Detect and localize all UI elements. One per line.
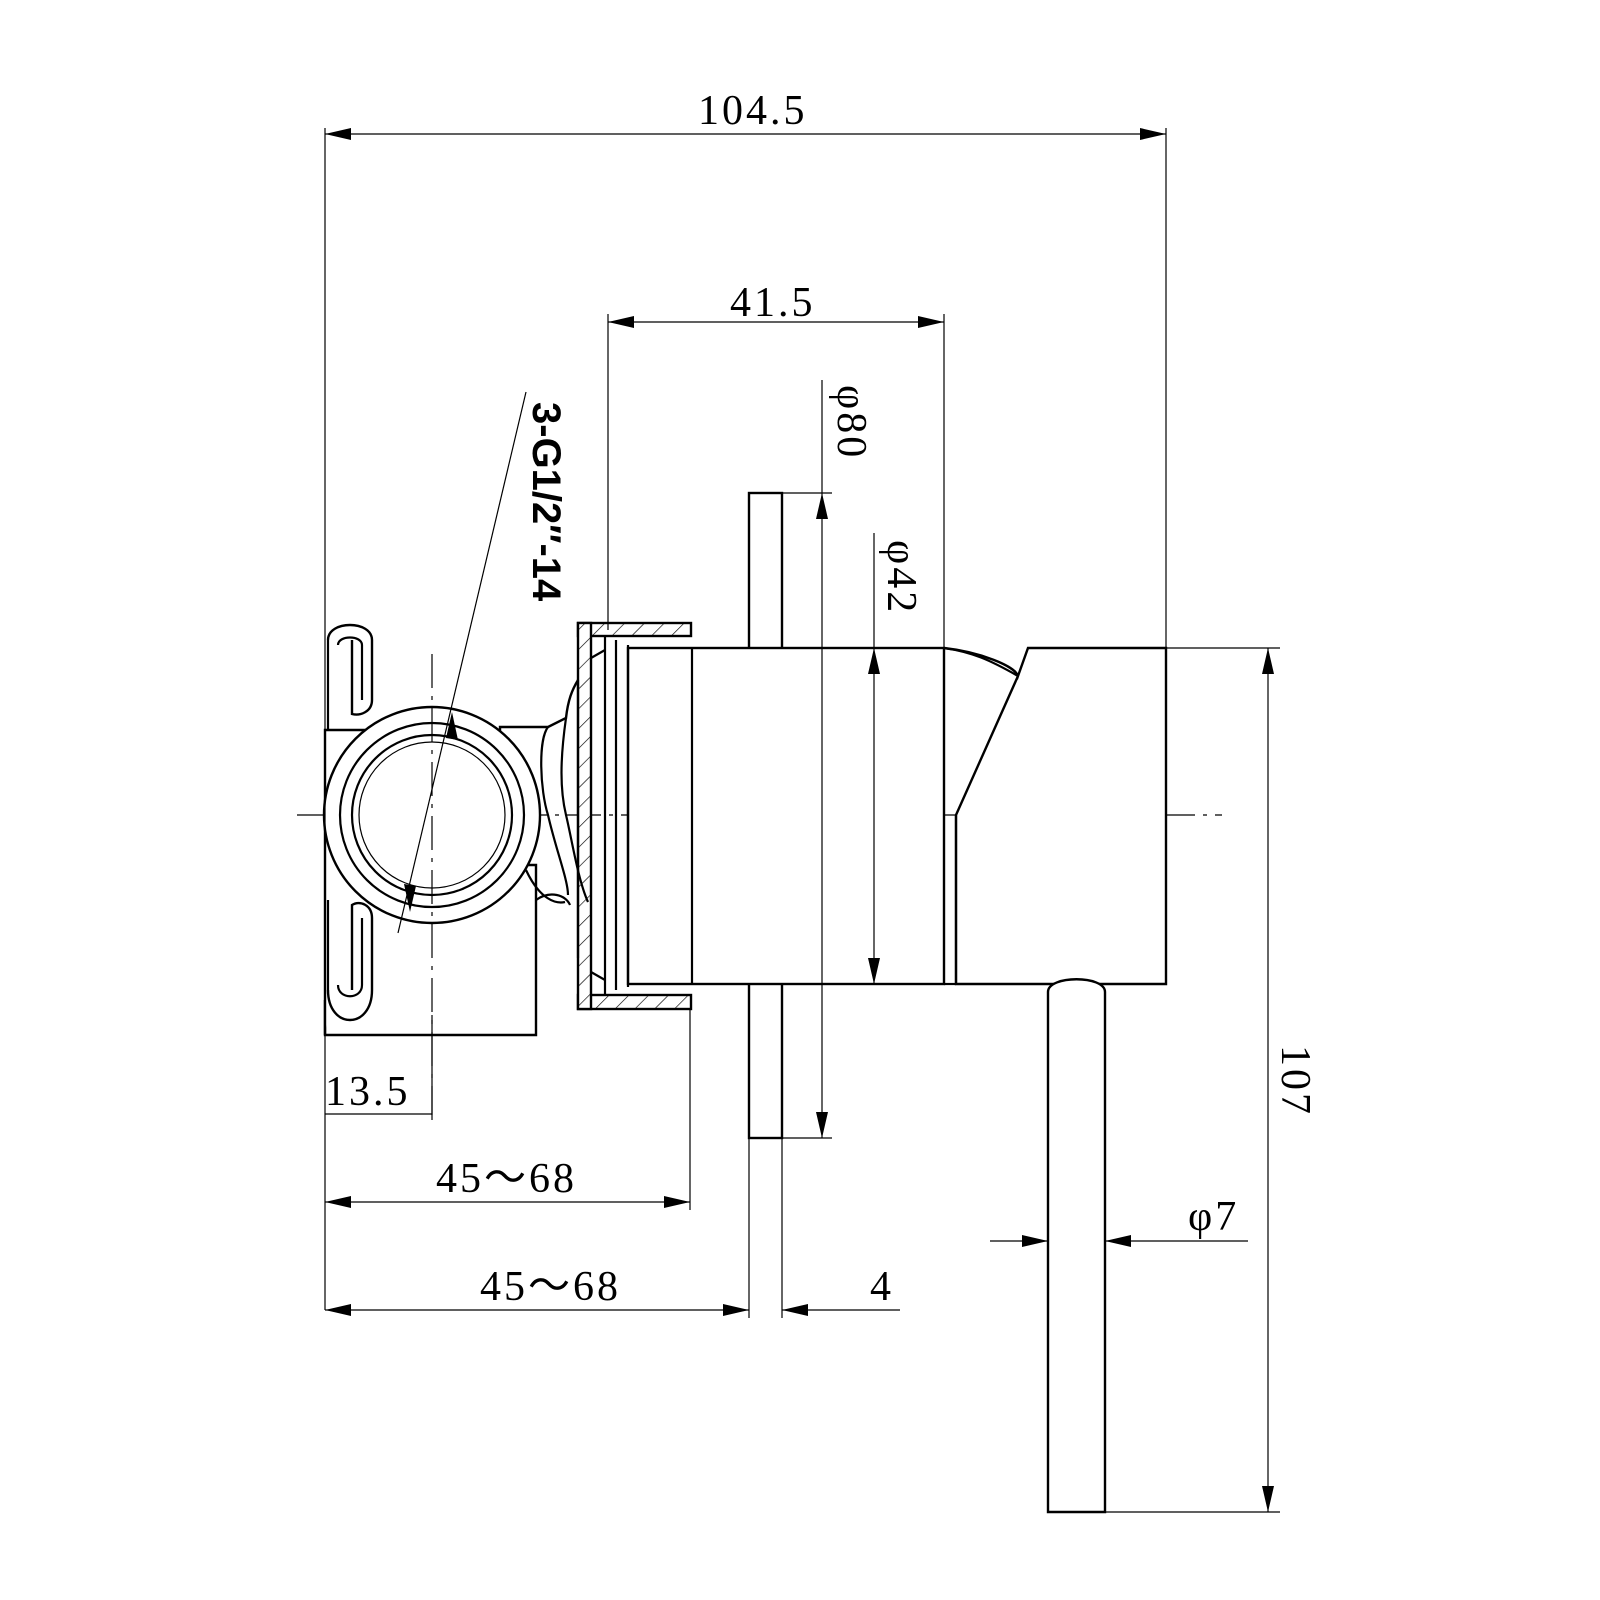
dim-install-depth-upper-label: 45～68 xyxy=(436,1156,577,1202)
dim-install-depth-lower-label: 45～68 xyxy=(480,1264,621,1310)
dim-plate-thickness xyxy=(782,1304,900,1316)
threaded-sleeve-section xyxy=(576,621,693,1011)
valve-body xyxy=(626,646,946,986)
dim-install-depth-upper xyxy=(325,1009,691,1210)
dim-body-length-label: 41.5 xyxy=(730,280,816,326)
dim-lever-diameter xyxy=(990,1235,1248,1247)
dim-overall-length-label: 104.5 xyxy=(698,88,808,134)
dim-body-diameter-label: φ42 xyxy=(878,540,924,615)
dim-plate-diameter-label: φ80 xyxy=(828,385,874,460)
mounting-bracket xyxy=(326,623,374,1022)
dim-install-depth-lower xyxy=(325,1138,783,1318)
lever-rod xyxy=(1046,978,1107,1514)
dim-body-diameter xyxy=(868,533,880,984)
dim-lever-diameter-label: φ7 xyxy=(1188,1194,1239,1240)
lever-handle xyxy=(943,646,1168,986)
dim-overall-height-label: 107 xyxy=(1272,1045,1318,1117)
thread-spec-label: 3-G1/2″-14 xyxy=(524,402,568,602)
dim-plate-diameter xyxy=(782,380,832,1139)
thread-leader xyxy=(397,391,527,934)
dim-overall-length xyxy=(324,128,1167,1310)
dim-plate-thickness-label: 4 xyxy=(870,1264,894,1310)
inlet-port xyxy=(322,705,542,1035)
dim-overall-height xyxy=(1105,647,1280,1513)
dim-inlet-offset xyxy=(325,1015,433,1120)
dim-body-length xyxy=(607,314,945,648)
dim-inlet-offset-label: 13.5 xyxy=(325,1069,411,1115)
